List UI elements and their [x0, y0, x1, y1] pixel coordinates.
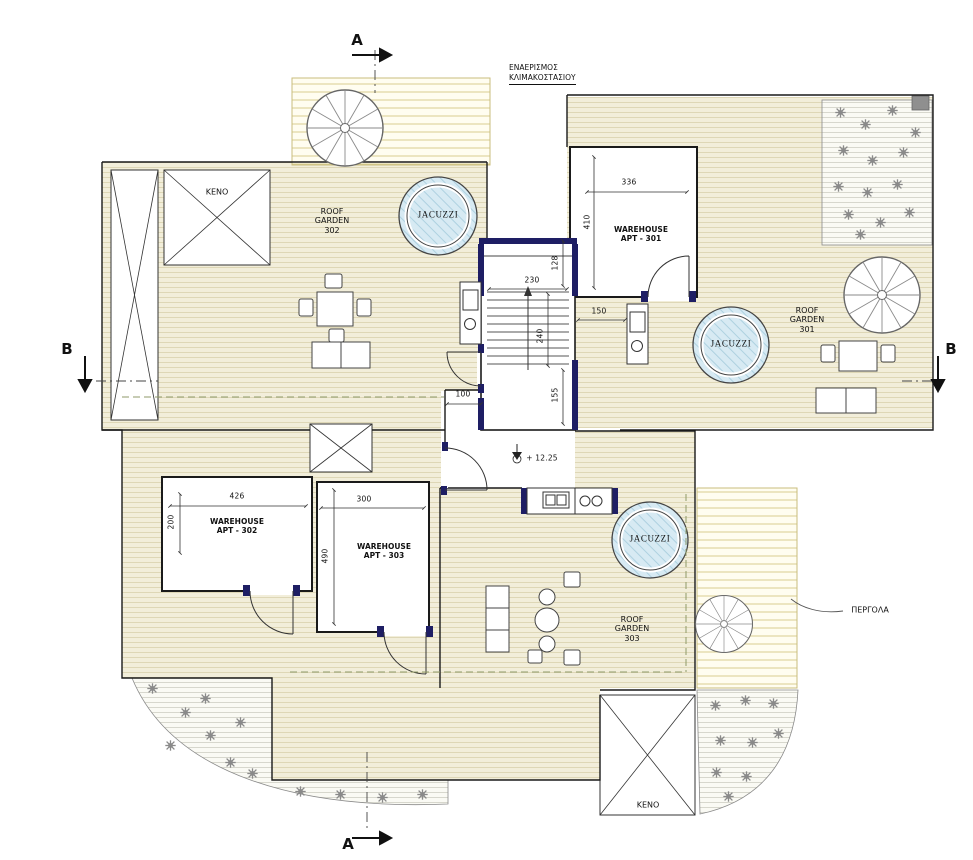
jacuzzi-302-basin	[398, 176, 478, 256]
planted-bed-bottom-right	[696, 689, 799, 815]
dim-128: 128	[550, 255, 560, 271]
roof-access-hatch	[911, 95, 930, 111]
roof-garden-303-line2: GARDEN	[614, 624, 650, 634]
room-label-roof-garden-302: ROOF GARDEN 302	[315, 207, 349, 235]
room-label-roof-garden-301: ROOF GARDEN 301	[790, 306, 824, 334]
void-rects	[110, 169, 696, 816]
spiral-stair-right	[843, 256, 921, 334]
section-flag-a-bottom	[379, 830, 394, 846]
dim-336: 336	[621, 177, 637, 187]
roof-garden-301-line3: 301	[799, 324, 815, 334]
roof-garden-301-line1: ROOF	[795, 305, 819, 315]
void-shaft-left	[110, 169, 159, 421]
dim-300: 300	[356, 494, 372, 504]
kitchens	[459, 281, 649, 515]
roof-garden-302-line1: ROOF	[320, 206, 344, 216]
stair-direction-arrow	[524, 286, 532, 296]
warehouse-302-line2: APT - 302	[216, 526, 258, 535]
section-lines	[77, 47, 946, 846]
label-jacuzzi-303: JACUZZI	[629, 533, 671, 544]
room-warehouse-302	[161, 476, 313, 592]
jacuzzis	[398, 176, 770, 579]
room-label-warehouse-302: WAREHOUSE APT - 302	[210, 517, 264, 536]
warehouse-301-line2: APT - 301	[620, 234, 662, 243]
section-marker-b-right: B	[945, 340, 957, 359]
door-warehouse-301	[647, 255, 690, 298]
kitchen-counter-303	[526, 487, 613, 515]
dim-155: 155	[550, 387, 560, 403]
kitchen-counter-301	[626, 303, 649, 365]
label-keno-top: KENO	[205, 187, 229, 197]
section-marker-a-bottom: A	[342, 835, 354, 854]
roof-garden-302-line3: 302	[324, 225, 340, 235]
warehouse-302-line1: WAREHOUSE	[210, 517, 264, 527]
voids	[441, 391, 575, 490]
roof-garden-301-line2: GARDEN	[789, 315, 825, 325]
void-skylight	[309, 423, 373, 473]
dim-200: 200	[166, 514, 176, 530]
kitchen-counter-stairwell	[459, 281, 482, 345]
planted-beds	[131, 95, 933, 815]
stair-vent-line2: ΚΛΙΜΑΚΟΣΤΑΣΙΟΥ	[509, 73, 576, 86]
pergola-leader-line	[790, 598, 844, 613]
dim-240: 240	[535, 328, 545, 344]
room-label-warehouse-303: WAREHOUSE APT - 303	[357, 542, 411, 561]
planted-bed-bottom-left	[131, 677, 449, 805]
furniture	[298, 273, 896, 666]
jacuzzi-301-basin	[692, 306, 770, 384]
door-corridor	[444, 447, 488, 491]
jacuzzi-303-basin	[611, 501, 689, 579]
section-marker-b-left: B	[61, 340, 73, 359]
door-warehouse-303	[383, 631, 427, 675]
dining-set-302	[298, 273, 372, 369]
section-marker-a-top: A	[351, 31, 363, 50]
dim-426: 426	[229, 491, 245, 501]
roof-garden-302-line2: GARDEN	[314, 216, 350, 226]
void-keno-bottom	[599, 694, 696, 816]
dim-100: 100	[455, 389, 471, 399]
doors	[249, 255, 690, 675]
dashed-service-lines	[122, 396, 687, 673]
planted-bed-top-right	[821, 99, 933, 246]
label-keno-bottom: KENO	[636, 800, 660, 810]
lounge-set-303	[485, 571, 581, 666]
dim-230: 230	[524, 275, 540, 285]
dimension-lines	[168, 155, 689, 626]
warehouse-303-line1: WAREHOUSE	[357, 542, 411, 552]
roof-garden-303-line3: 303	[624, 633, 640, 643]
stair-vent-label: ΕΝΑΕΡΙΣΜΟΣ ΚΛΙΜΑΚΟΣΤΑΣΙΟΥ	[509, 63, 576, 86]
dining-set-301	[815, 340, 896, 414]
warehouse-301-line1: WAREHOUSE	[614, 225, 668, 235]
sofa-303	[485, 585, 510, 653]
roof-garden-303-line1: ROOF	[620, 614, 644, 624]
room-warehouse-301	[569, 146, 698, 298]
void-keno-top	[163, 169, 271, 266]
door-stairwell	[446, 351, 482, 387]
label-pergola: ΠΕΡΓΟΛΑ	[851, 605, 889, 615]
dim-410: 410	[582, 214, 592, 230]
spiral-stair-bottom	[694, 594, 754, 654]
stairwell	[480, 239, 576, 431]
section-flag-b-right	[930, 379, 946, 394]
label-jacuzzi-302: JACUZZI	[417, 209, 459, 220]
label-jacuzzi-301: JACUZZI	[710, 338, 752, 349]
warehouse-303-line2: APT - 303	[363, 551, 405, 560]
stair-vent-line1: ΕΝΑΕΡΙΣΜΟΣ	[509, 63, 558, 72]
label-level-marker: + 12.25	[526, 453, 558, 463]
room-label-roof-garden-303: ROOF GARDEN 303	[615, 615, 649, 643]
outer-walls	[101, 94, 934, 781]
pergola-right	[696, 487, 798, 689]
dim-490: 490	[320, 548, 330, 564]
room-label-warehouse-301: WAREHOUSE APT - 301	[614, 225, 668, 244]
accent-walls	[243, 238, 696, 637]
level-marker-icon	[512, 444, 522, 464]
dim-150: 150	[591, 306, 607, 316]
spiral-stair-top	[306, 89, 384, 167]
section-flag-b-left	[77, 379, 93, 394]
door-warehouse-302	[249, 590, 294, 635]
section-flag-a-top	[379, 47, 394, 63]
